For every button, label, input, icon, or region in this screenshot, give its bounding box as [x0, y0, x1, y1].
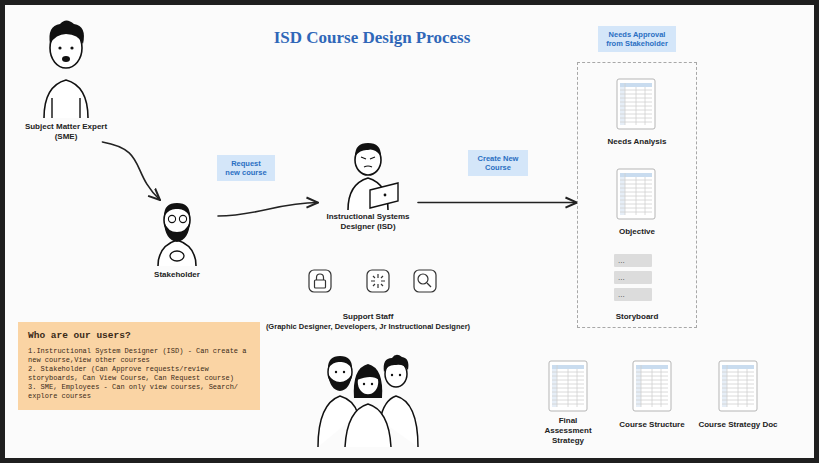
users-list-item: 3. SME, Employees - Can only view course…: [28, 383, 250, 401]
support-icons: [317, 274, 324, 280]
sme-figure: [52, 98, 80, 118]
stakeholder-figure: [158, 240, 196, 266]
sme-figure: [62, 56, 70, 62]
storyboard-node: ......... Storyboard: [578, 248, 696, 322]
document-node: Final Assessment Strategy: [535, 356, 601, 446]
diagram-title: ISD Course Design Process: [222, 28, 522, 48]
ellipsis-text: ...: [618, 271, 625, 284]
node-label: Support Staff: [248, 312, 488, 322]
users-list-item: 2. Stakeholder (Can Approve requests/rev…: [28, 365, 250, 383]
support-staff-figure: [354, 364, 382, 398]
node-label: Needs Analysis: [578, 137, 696, 147]
users-box: Who are our users? 1.Instructional System…: [18, 322, 260, 410]
node-label: Storyboard: [578, 312, 696, 322]
stakeholder-figure: [158, 203, 196, 266]
sme-figure: [70, 46, 73, 49]
stakeholder-figure: [168, 215, 175, 222]
support-staff-figure: [335, 371, 337, 373]
connector-arrow: [418, 202, 577, 204]
isd-figure: [361, 157, 375, 159]
document-icons: [617, 79, 655, 129]
support-staff-figure: [357, 369, 379, 395]
support-staff-figure: [399, 374, 401, 376]
node-label: Instructional Systems Designer (ISD): [318, 212, 418, 232]
support-staff-figure: [391, 374, 393, 376]
ellipsis-text: ...: [618, 254, 625, 267]
storyboard-bars: [614, 254, 652, 267]
isd-figure: [348, 143, 398, 210]
support-icons: [371, 274, 385, 288]
document-node: Needs Analysis: [578, 63, 696, 147]
connector-arrow: [218, 203, 318, 216]
sme-figure: [44, 80, 88, 118]
isd-figure: [355, 143, 381, 156]
storyboard-bars: [614, 288, 652, 301]
support-staff-node: Support Staff(Graphic Designer, Develope…: [248, 268, 488, 332]
document-icons: [549, 79, 757, 411]
document-icons: [719, 361, 757, 411]
storyboard-bars: [614, 254, 652, 301]
users-list-item: 1.Instructional System Designer (ISD) - …: [28, 347, 250, 365]
node-label: Course Strategy Doc: [693, 420, 783, 430]
person-node: Subject Matter Expert (SME): [14, 18, 118, 142]
ellipsis-text: ...: [618, 288, 625, 301]
person-node: Instructional Systems Designer (ISD): [318, 140, 418, 232]
sme-figure: [44, 21, 88, 119]
node-label: Final Assessment Strategy: [535, 416, 601, 446]
isd-figure: [384, 194, 387, 197]
support-staff-figure: [328, 374, 352, 391]
support-icons: [309, 270, 436, 292]
node-label: Stakeholder: [136, 270, 218, 280]
support-staff-figure: [345, 404, 391, 447]
document-icons: [549, 361, 587, 411]
document-node: Course Structure: [612, 356, 692, 430]
storyboard-bars: [614, 271, 652, 284]
sme-figure: [58, 46, 61, 49]
stakeholder-figure: [179, 215, 186, 222]
stakeholder-figure: [164, 222, 190, 242]
node-label: Subject Matter Expert (SME): [14, 122, 118, 142]
node-label: Objective: [578, 227, 696, 237]
support-icons: [309, 270, 331, 292]
document-node: Objective: [578, 153, 696, 237]
document-icons: [617, 169, 655, 219]
document-node: Course Strategy Doc: [693, 356, 783, 430]
support-staff-figure: [371, 383, 373, 385]
support-icons: [414, 270, 436, 292]
sme-figure: [49, 21, 84, 45]
node-label: Course Structure: [612, 420, 692, 430]
support-icons: [427, 283, 431, 287]
support-icons: [367, 270, 389, 292]
support-staff-figure: [363, 383, 365, 385]
connector-arrow: [102, 142, 160, 200]
stakeholder-figure: [164, 203, 190, 216]
users-heading: Who are our users?: [28, 330, 250, 342]
support-staff-figure: [318, 355, 418, 447]
isd-figure: [370, 183, 398, 208]
support-staff-figure: [343, 371, 345, 373]
document-icons: [633, 361, 671, 411]
support-staff-figure: [384, 355, 409, 372]
support-staff-figure: [357, 368, 379, 380]
isd-figure: [364, 166, 372, 167]
support-staff-figure: [328, 356, 352, 368]
support-icons: [418, 274, 428, 284]
edge-label-tag: Create New Course: [468, 150, 528, 176]
node-subtitle: (Graphic Designer, Developers, Jr Instru…: [248, 322, 488, 332]
support-icons: [315, 280, 326, 288]
edge-label-tag: Request new course: [217, 155, 275, 181]
person-node: Stakeholder: [136, 200, 218, 280]
approval-region: Needs Approval from StakeholderNeeds Ana…: [577, 62, 697, 328]
stakeholder-figure: [170, 251, 184, 261]
approval-tag: Needs Approval from Stakeholder: [598, 26, 676, 52]
